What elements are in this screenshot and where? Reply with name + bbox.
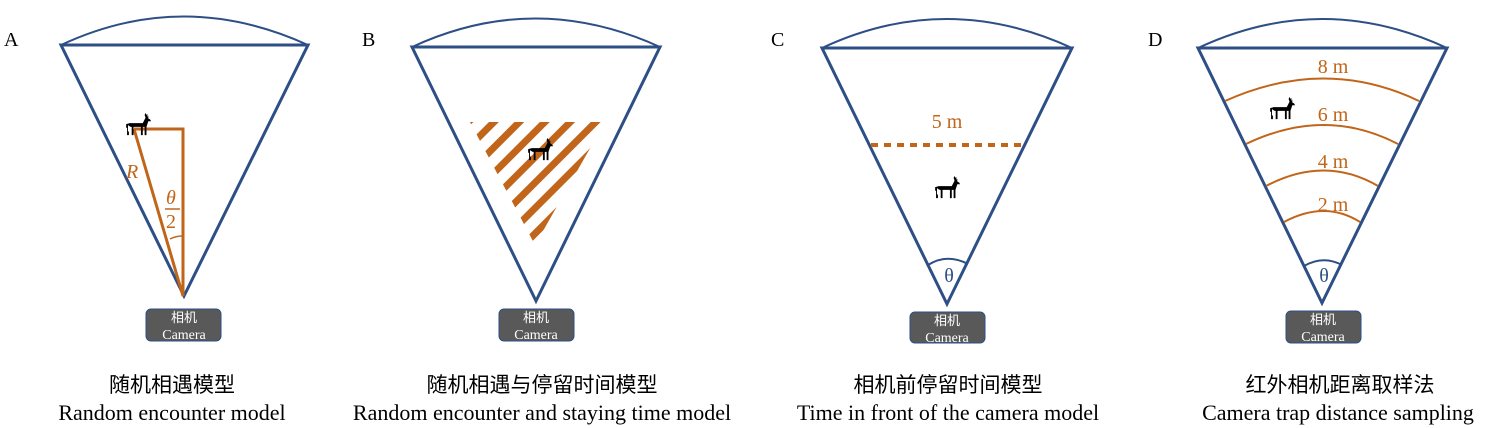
caption-cn: 红外相机距离取样法 <box>1246 373 1435 397</box>
panel-b: B 相机 Camera 随机相遇与停留时间模型 Random encounter… <box>353 17 731 425</box>
panel-letter: D <box>1148 29 1162 51</box>
panel-letter: C <box>771 29 784 51</box>
distance-band-2m <box>1283 210 1361 223</box>
distance-band-6m <box>1245 124 1399 145</box>
angle-label: θ <box>944 265 954 287</box>
fov-arc <box>1197 18 1448 49</box>
fov-arc <box>411 17 661 48</box>
caption-cn: 随机相遇与停留时间模型 <box>427 373 658 397</box>
panel-letter: A <box>4 29 19 51</box>
fov-triangle <box>819 46 1075 308</box>
caption-en: Random encounter model <box>58 400 285 425</box>
angle-arc <box>927 257 969 266</box>
camera-label-cn: 相机 <box>523 311 549 326</box>
distance-band-8m <box>1224 77 1420 102</box>
panel-a: A R θ 2 相机 Camera 随机相遇模型 Random encounte… <box>4 15 311 425</box>
caption-cn: 相机前停留时间模型 <box>854 373 1043 397</box>
camera-box: 相机 Camera <box>498 308 575 343</box>
camera-label-cn: 相机 <box>171 311 197 326</box>
fov-triangle <box>58 43 311 300</box>
animal-icon <box>1270 97 1296 120</box>
angle-label: θ <box>1319 265 1329 287</box>
camera-label-cn: 相机 <box>1310 313 1336 328</box>
fov-triangle <box>409 45 663 305</box>
fov-arc <box>821 18 1073 49</box>
panel-d: D 8 m 6 m 4 m 2 m θ 相机 Camera 红外相机距离取样法 … <box>1148 18 1474 425</box>
radius-label: R <box>125 161 138 183</box>
distance-label: 5 m <box>932 111 963 133</box>
camera-label-en: Camera <box>925 331 969 346</box>
camera-box: 相机 Camera <box>145 308 222 343</box>
animal-icon <box>126 113 152 136</box>
fov-arc <box>60 15 309 46</box>
camera-box: 相机 Camera <box>909 311 986 346</box>
band-label: 6 m <box>1318 104 1349 126</box>
camera-box: 相机 Camera <box>1285 310 1362 345</box>
camera-label-en: Camera <box>1301 330 1345 345</box>
camera-label-en: Camera <box>514 328 558 343</box>
distance-band-4m <box>1265 169 1379 187</box>
panel-letter: B <box>362 29 375 51</box>
hatched-detection-zone <box>470 122 605 245</box>
band-label: 4 m <box>1318 151 1349 173</box>
camera-label-en: Camera <box>162 328 206 343</box>
animal-icon <box>935 176 961 199</box>
fov-triangle <box>1195 46 1450 307</box>
camera-label-cn: 相机 <box>934 314 960 329</box>
band-label: 2 m <box>1318 194 1349 216</box>
angle-numerator: θ <box>166 187 176 209</box>
caption-en: Time in front of the camera model <box>797 400 1099 425</box>
radius-triangle <box>132 127 185 297</box>
angle-arc <box>169 235 183 240</box>
caption-en: Random encounter and staying time model <box>353 400 731 425</box>
angle-arc <box>1303 259 1343 267</box>
panel-c: C 5 m θ 相机 Camera 相机前停留时间模型 Time in fron… <box>771 18 1099 425</box>
angle-denominator: 2 <box>166 211 176 233</box>
band-label: 8 m <box>1318 56 1349 78</box>
caption-en: Camera trap distance sampling <box>1202 400 1474 425</box>
caption-cn: 随机相遇模型 <box>109 373 235 397</box>
